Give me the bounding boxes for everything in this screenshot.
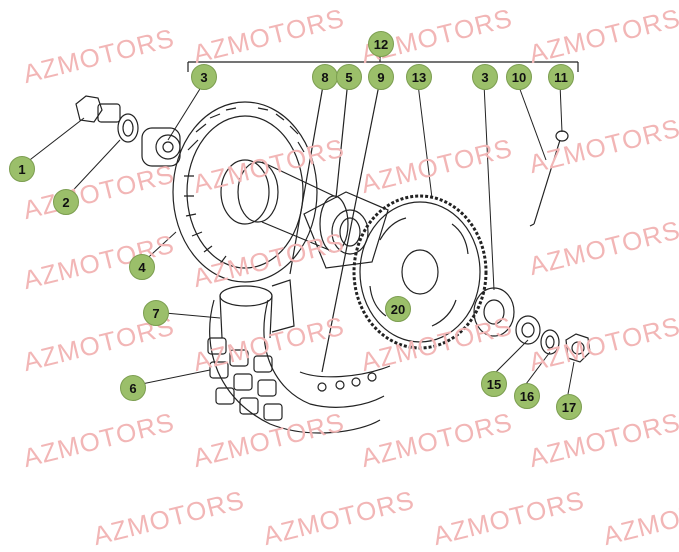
callout-11[interactable]: 11 bbox=[548, 64, 574, 90]
exploded-wheel-drawing bbox=[21, 52, 591, 434]
callout-10[interactable]: 10 bbox=[506, 64, 532, 90]
callout-3-right[interactable]: 3 bbox=[472, 64, 498, 90]
washer bbox=[540, 329, 560, 355]
hub-flange bbox=[303, 191, 389, 269]
brake-disc bbox=[172, 101, 318, 283]
right-spacer bbox=[515, 315, 541, 345]
tire-tread bbox=[207, 337, 283, 421]
spoke-line bbox=[321, 79, 381, 373]
rear-sprocket bbox=[352, 194, 488, 350]
tire-and-rim bbox=[209, 299, 391, 434]
axle-nut bbox=[75, 95, 121, 123]
axle-pin bbox=[529, 130, 569, 227]
wheel-hub bbox=[237, 161, 349, 253]
callout-5[interactable]: 5 bbox=[336, 64, 362, 90]
spoke-line bbox=[335, 79, 349, 199]
callout-6[interactable]: 6 bbox=[120, 375, 146, 401]
callout-7[interactable]: 7 bbox=[143, 300, 169, 326]
callout-2[interactable]: 2 bbox=[53, 189, 79, 215]
spacer bbox=[117, 113, 139, 143]
callout-4[interactable]: 4 bbox=[129, 254, 155, 280]
callout-1[interactable]: 1 bbox=[9, 156, 35, 182]
bearing-right bbox=[473, 287, 515, 337]
callout-13[interactable]: 13 bbox=[406, 64, 432, 90]
callout-9[interactable]: 9 bbox=[368, 64, 394, 90]
parts-diagram: AZMOTORS AZMOTORS AZMOTORS AZMOTORS AZMO… bbox=[9, 3, 679, 551]
callout-3-left[interactable]: 3 bbox=[191, 64, 217, 90]
wheel-nut bbox=[565, 333, 591, 363]
callout-12[interactable]: 12 bbox=[368, 31, 394, 57]
bearing-left bbox=[141, 127, 181, 167]
callout-15[interactable]: 15 bbox=[481, 371, 507, 397]
spoke-line bbox=[289, 79, 325, 275]
callout-20[interactable]: 20 bbox=[385, 296, 411, 322]
callout-17[interactable]: 17 bbox=[556, 394, 582, 420]
group-bracket bbox=[187, 52, 579, 72]
callout-16[interactable]: 16 bbox=[514, 383, 540, 409]
rim-band bbox=[219, 279, 295, 339]
callout-8[interactable]: 8 bbox=[312, 64, 338, 90]
leader-lines bbox=[21, 83, 575, 395]
